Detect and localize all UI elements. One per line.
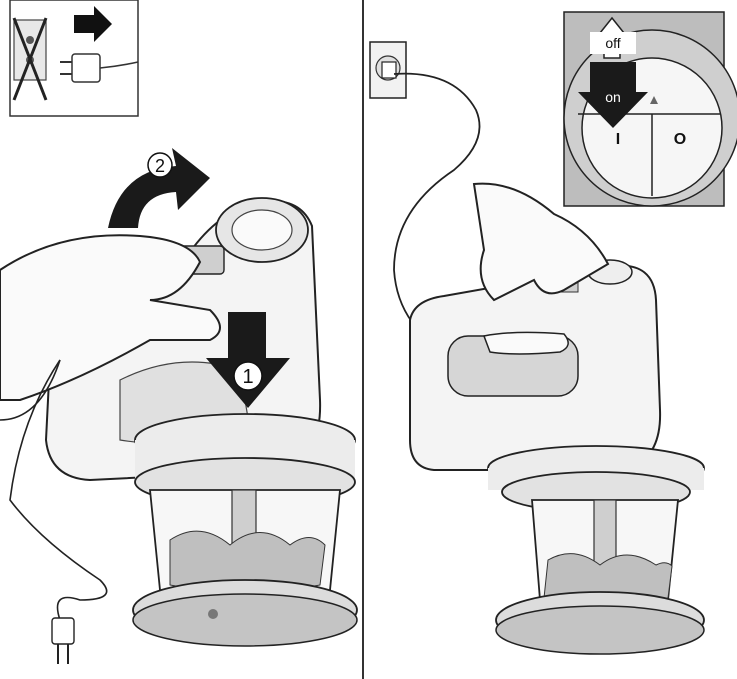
switch-inset: off on I O xyxy=(563,11,737,207)
plug-icon xyxy=(51,617,75,645)
right-panel-drawing: off on I O xyxy=(369,11,737,655)
position-on-mark: I xyxy=(616,131,620,148)
rotate-arrow: 2 xyxy=(108,148,210,228)
chopper-bowl xyxy=(495,499,705,655)
step-2-label: 2 xyxy=(155,156,165,176)
power-cord xyxy=(393,72,481,323)
position-off-mark: O xyxy=(674,131,686,148)
crossed-out-socket-icon xyxy=(12,17,48,101)
hand-mixer xyxy=(409,259,662,471)
left-panel-remove-motor: 2 1 xyxy=(0,0,364,679)
on-label: on xyxy=(605,89,621,105)
power-cord xyxy=(9,359,108,664)
step-1-label: 1 xyxy=(242,366,253,388)
plug-icon xyxy=(60,53,139,83)
unplug-inset xyxy=(9,0,139,117)
on-arrow: on xyxy=(578,62,648,128)
right-panel-switch-on: off on I O xyxy=(364,0,737,679)
wall-socket xyxy=(369,41,407,99)
arrow-right-icon xyxy=(74,6,112,42)
chopper-lid xyxy=(134,413,356,507)
press-arrow: 1 xyxy=(206,312,290,408)
hand xyxy=(472,182,610,355)
left-panel-drawing: 2 1 xyxy=(0,0,358,664)
chopper-bowl xyxy=(132,489,358,647)
off-label: off xyxy=(605,35,620,51)
off-arrow: off xyxy=(590,16,636,59)
